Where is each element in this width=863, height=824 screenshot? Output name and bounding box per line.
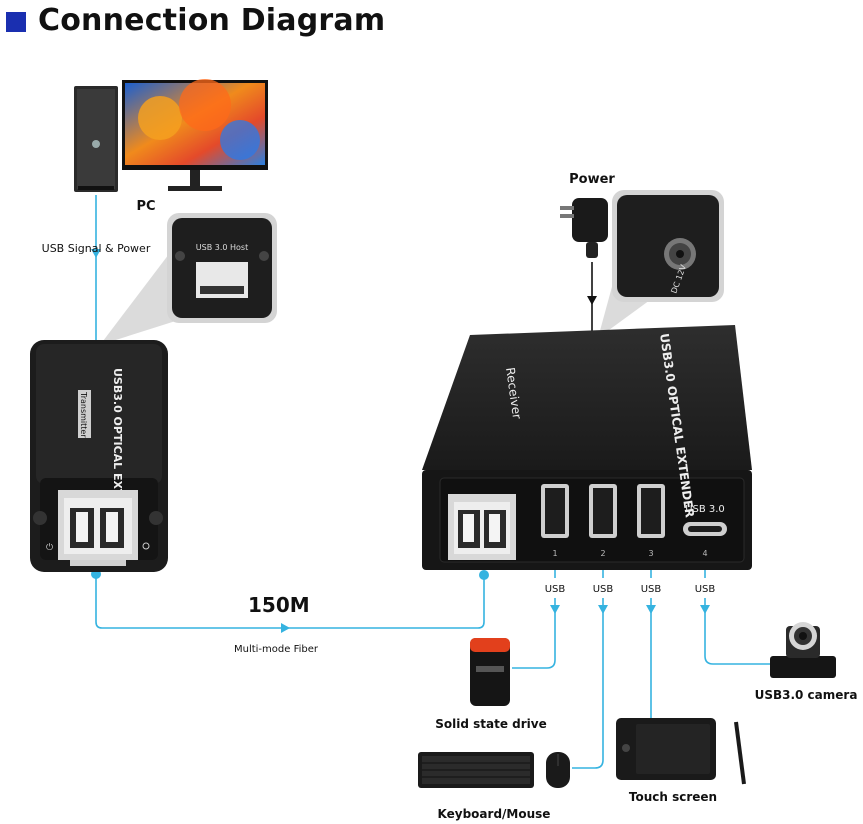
kbm-label: Keyboard/Mouse [438, 807, 551, 821]
ssd-label: Solid state drive [435, 717, 547, 731]
usb-label-4: USB [695, 584, 716, 595]
keyboard-icon [418, 752, 534, 788]
dc-callout: DC 12V [598, 190, 724, 338]
fiber-label: Multi-mode Fiber [234, 644, 319, 655]
fiber-cable [91, 569, 489, 633]
touch-label: Touch screen [629, 790, 717, 804]
usb30-port-label: USB 3.0 [685, 504, 725, 515]
port-number-4: 4 [702, 549, 707, 558]
cable-pc-transmitter [91, 195, 101, 352]
port-number-2: 2 [600, 549, 605, 558]
ssd-icon [470, 638, 510, 706]
receiver-device: USB3.0 OPTICAL EXTENDER Receiver USB 3.0… [422, 325, 752, 570]
power-led-icon: ⏻ [46, 542, 53, 553]
pc-label: PC [136, 199, 155, 214]
tablet-icon [616, 718, 746, 785]
port-number-1: 1 [552, 549, 557, 558]
usb-label-2: USB [593, 584, 614, 595]
page-title: Connection Diagram [38, 3, 386, 38]
camera-label: USB3.0 camera [755, 688, 858, 702]
usb-signal-power-label: USB Signal & Power [42, 242, 151, 255]
usb-host-label: USB 3.0 Host [196, 243, 248, 252]
title-marker [6, 12, 26, 32]
camera-icon [770, 622, 836, 678]
power-adapter-icon [560, 198, 608, 258]
pc-tower-icon [74, 86, 118, 192]
usb-label-3: USB [641, 584, 662, 595]
transmitter-device: USB3.0 OPTICAL EXTENDER Transmitter ⏻ [30, 340, 168, 572]
usb-label-1: USB [545, 584, 566, 595]
power-label: Power [569, 172, 615, 187]
transmitter-name-label: Transmitter [79, 391, 88, 438]
distance-label: 150M [248, 593, 310, 617]
usb-host-callout: USB 3.0 Host [100, 213, 277, 345]
monitor-icon [122, 79, 268, 191]
port-number-3: 3 [648, 549, 653, 558]
mouse-icon [546, 752, 570, 788]
